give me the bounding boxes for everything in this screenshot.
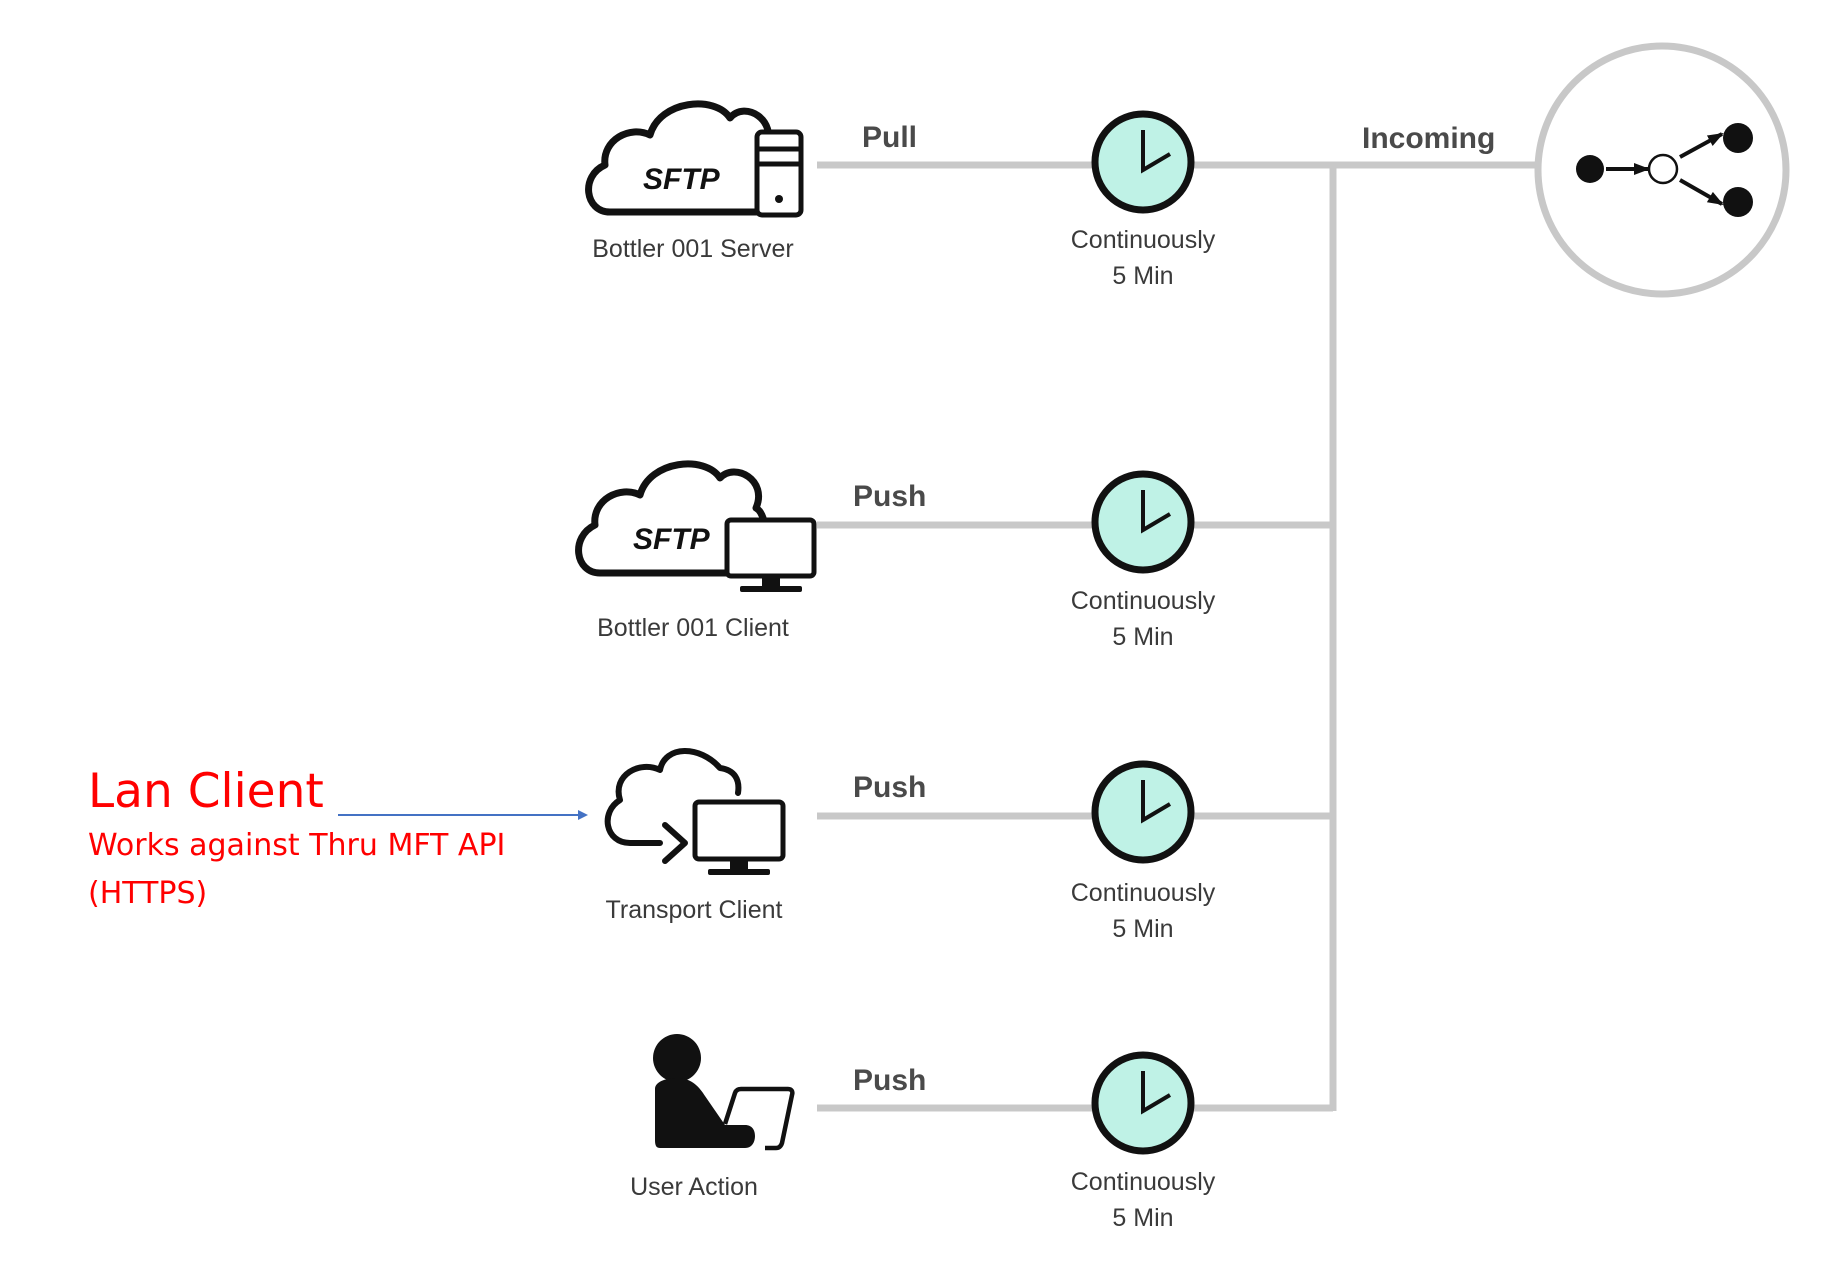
- schedule-clock-icon[interactable]: [1095, 114, 1191, 210]
- annotation-line-2: (HTTPS): [88, 876, 207, 911]
- sftp-badge: SFTP: [633, 523, 711, 556]
- direction-label-row-1: Pull: [862, 121, 917, 154]
- schedule-clock-icon[interactable]: [1095, 474, 1191, 570]
- user-laptop-icon[interactable]: [653, 1034, 795, 1151]
- sftp-cloud-server-icon[interactable]: SFTP: [585, 100, 804, 218]
- routing-node-icon[interactable]: [1534, 42, 1790, 298]
- destination-label: Incoming: [1362, 122, 1495, 155]
- annotation-title: Lan Client: [88, 764, 324, 819]
- schedule-clock-icon[interactable]: [1095, 1055, 1191, 1151]
- schedule-mode-row-2: Continuously: [1071, 587, 1216, 615]
- sftp-badge: SFTP: [643, 163, 721, 196]
- source-name-row-4: User Action: [630, 1173, 758, 1201]
- direction-label-row-2: Push: [853, 480, 926, 513]
- source-name-row-3: Transport Client: [606, 896, 783, 924]
- schedule-mode-row-3: Continuously: [1071, 879, 1216, 907]
- schedule-mode-row-1: Continuously: [1071, 226, 1216, 254]
- schedule-interval-row-1: 5 Min: [1112, 262, 1173, 290]
- sftp-cloud-monitor-icon[interactable]: SFTP: [575, 460, 817, 592]
- schedule-interval-row-3: 5 Min: [1112, 915, 1173, 943]
- schedule-interval-row-2: 5 Min: [1112, 623, 1173, 651]
- schedule-interval-row-4: 5 Min: [1112, 1204, 1173, 1232]
- direction-label-row-4: Push: [853, 1064, 926, 1097]
- cloud-transfer-monitor-icon[interactable]: [604, 748, 786, 875]
- annotation-line-1: Works against Thru MFT API: [88, 828, 505, 863]
- source-name-row-2: Bottler 001 Client: [597, 614, 789, 642]
- source-name-row-1: Bottler 001 Server: [592, 235, 794, 263]
- schedule-mode-row-4: Continuously: [1071, 1168, 1216, 1196]
- direction-label-row-3: Push: [853, 771, 926, 804]
- schedule-clock-icon[interactable]: [1095, 764, 1191, 860]
